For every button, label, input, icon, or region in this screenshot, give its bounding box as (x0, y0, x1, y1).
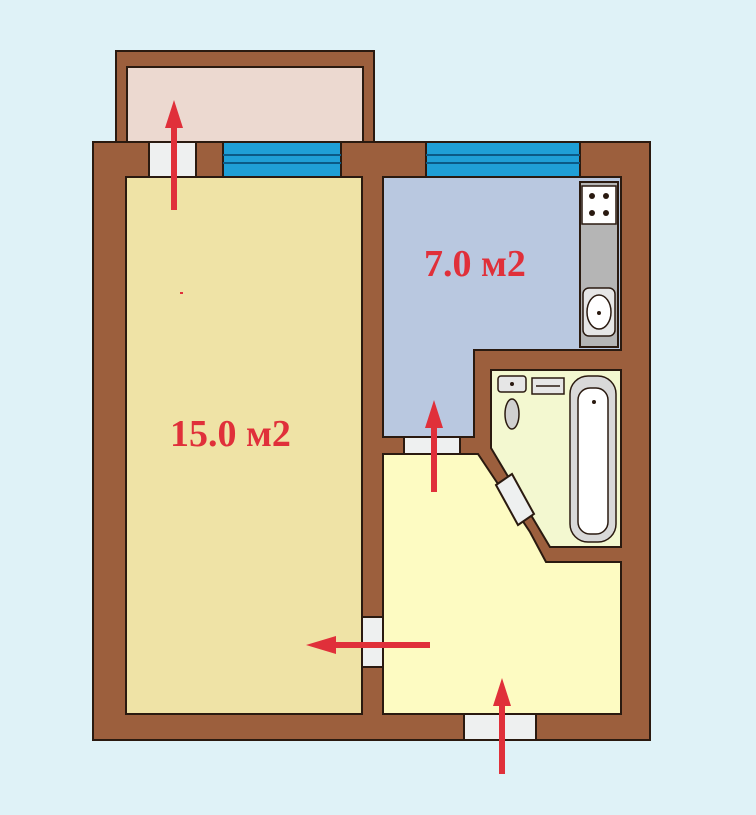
bathroom-sink-icon (497, 375, 527, 393)
window-living-room (222, 141, 342, 178)
bathtub-icon (569, 375, 617, 543)
kitchen-area-label: 7.0 м2 (424, 243, 526, 285)
arrow-icon (165, 100, 183, 210)
window-kitchen (425, 141, 581, 178)
living-room-area-label: 15.0 м2 (170, 413, 291, 455)
arrow-icon (493, 678, 511, 774)
hallway-floor (382, 453, 622, 715)
living-room-mark (180, 292, 183, 294)
toilet-icon (504, 377, 565, 430)
arrow-icon (425, 400, 443, 492)
stove-icon (581, 185, 617, 225)
kitchen-floor (382, 176, 622, 438)
balcony-floor (126, 66, 364, 143)
kitchen-sink-icon (582, 287, 616, 337)
arrow-icon (306, 636, 430, 654)
door-bathroom (494, 472, 536, 527)
